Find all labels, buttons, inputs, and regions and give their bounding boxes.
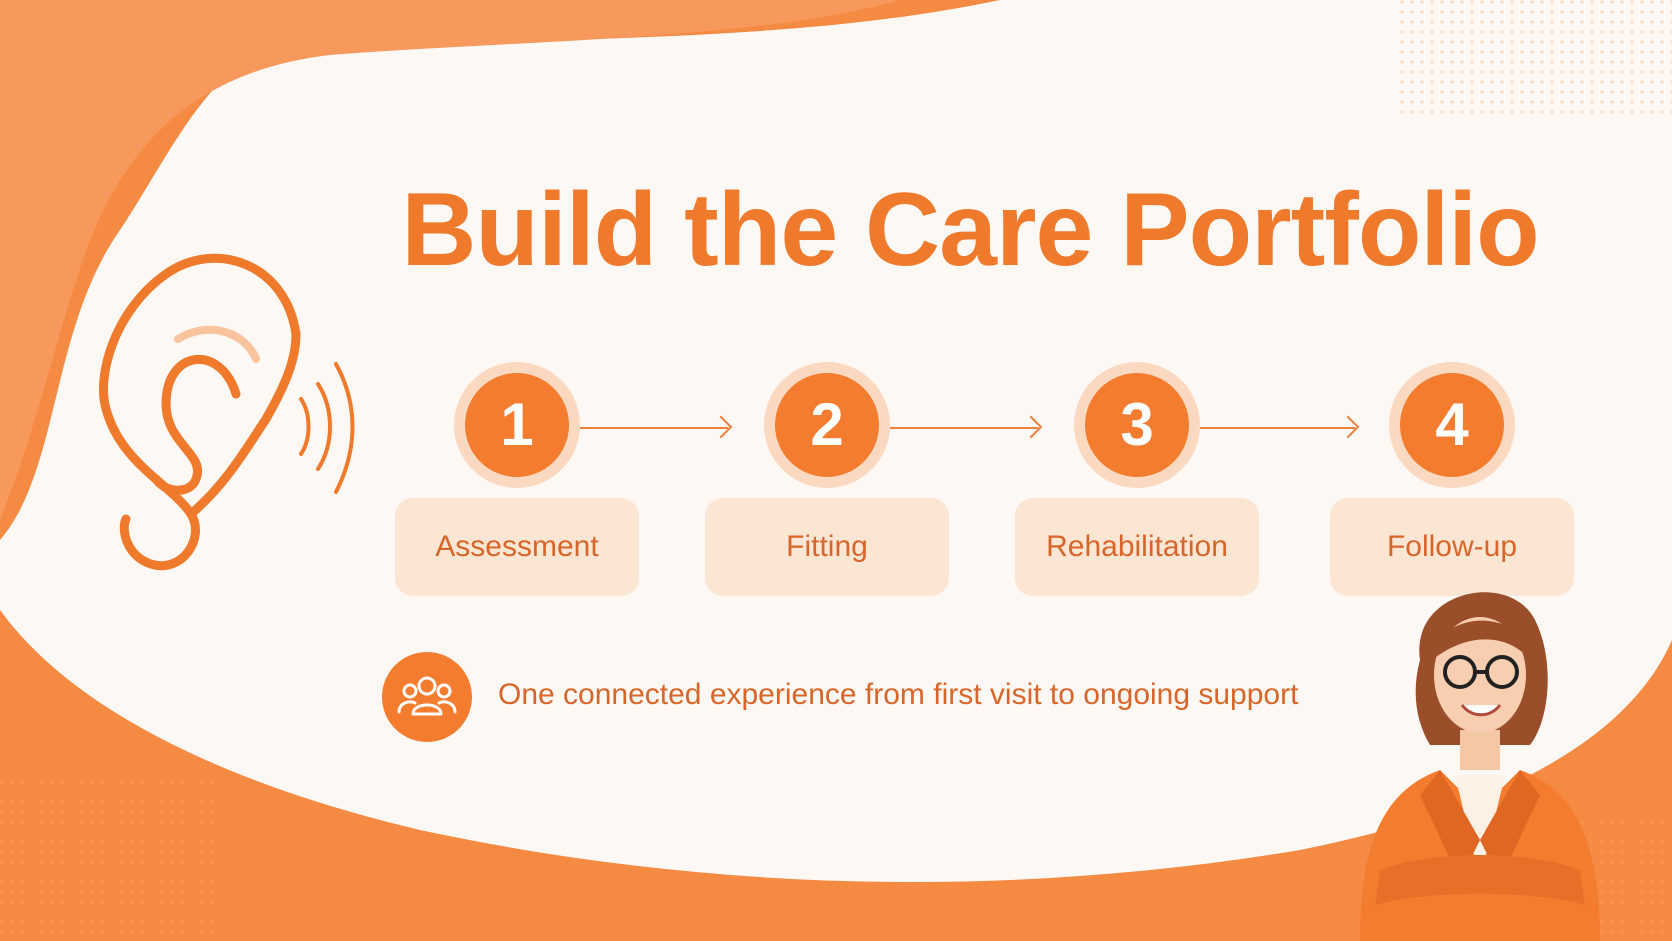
- step-number-ring: 3: [1074, 362, 1200, 488]
- step-label: Fitting: [705, 498, 949, 596]
- step-number-ring: 1: [454, 362, 580, 488]
- step-number: 2: [775, 373, 879, 477]
- step-label: Rehabilitation: [1015, 498, 1259, 596]
- ear-icon: [99, 253, 355, 571]
- tagline: One connected experience from first visi…: [498, 678, 1299, 711]
- step-label: Follow-up: [1330, 498, 1574, 596]
- step-number: 1: [465, 373, 569, 477]
- step-number: 4: [1400, 373, 1504, 477]
- step-label: Assessment: [395, 498, 639, 596]
- arrow-icon: [580, 427, 728, 429]
- step-number-ring: 2: [764, 362, 890, 488]
- arrow-icon: [1200, 427, 1355, 429]
- step-number-ring: 4: [1389, 362, 1515, 488]
- presenter-avatar: [1360, 592, 1600, 941]
- people-icon: [382, 652, 472, 742]
- arrow-icon: [890, 427, 1038, 429]
- page-title: Build the Care Portfolio: [401, 172, 1539, 288]
- step-number: 3: [1085, 373, 1189, 477]
